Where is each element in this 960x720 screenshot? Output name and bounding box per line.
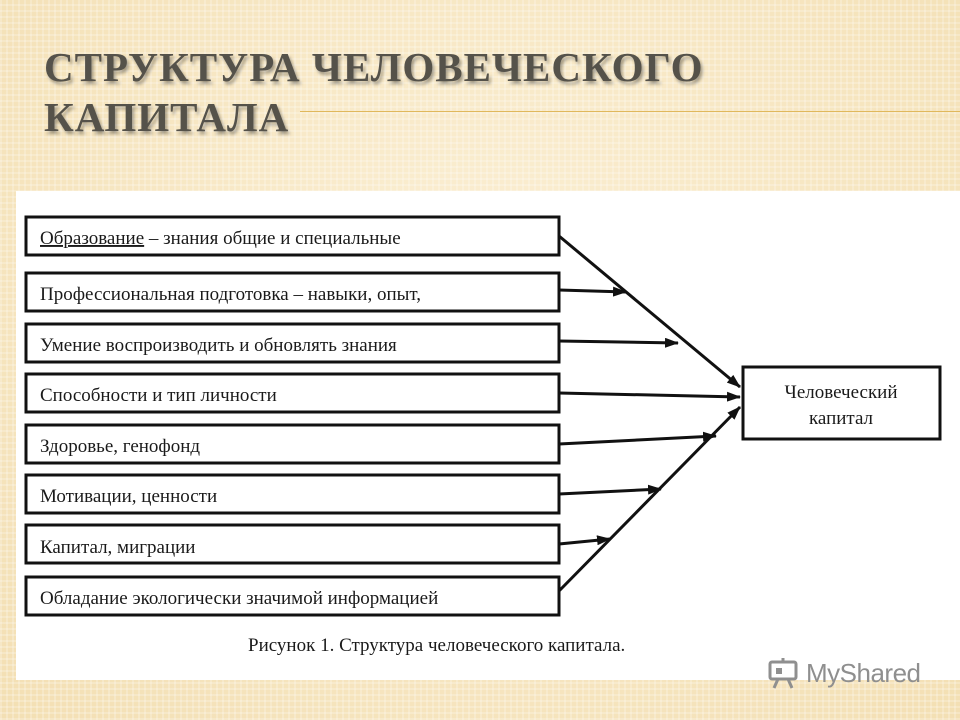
connector-7	[558, 535, 611, 546]
connector-5	[558, 431, 717, 446]
factor-box-6: Мотивации, ценности	[24, 473, 561, 515]
factor-label-4: Способности и тип личности	[40, 385, 277, 406]
diagram-svg: Образование – знания общие и специальные…	[24, 215, 942, 656]
factor-label-2: Профессиональная подготовка – навыки, оп…	[40, 284, 421, 305]
slide-title: СТРУКТУРА ЧЕЛОВЕЧЕСКОГО КАПИТАЛА	[44, 42, 704, 142]
connector-8	[557, 405, 742, 593]
factor-rest-1: – знания общие и специальные	[144, 228, 400, 249]
factor-box-7: Капитал, миграции	[24, 523, 561, 565]
figure-caption: Рисунок 1. Структура человеческого капит…	[248, 635, 625, 656]
connector-6	[558, 484, 662, 496]
factor-label-8: Обладание экологически значимой информац…	[40, 588, 438, 609]
factor-box-1: Образование – знания общие и специальные	[24, 215, 561, 257]
connector-2-stub	[558, 286, 627, 297]
diagram-figure: Образование – знания общие и специальные…	[16, 191, 960, 680]
slide-title-line-2: КАПИТАЛА	[44, 94, 290, 140]
connectors	[557, 234, 742, 593]
connector-4	[558, 391, 741, 402]
watermark: MyShared	[766, 656, 936, 692]
factor-box-2: Профессиональная подготовка – навыки, оп…	[24, 271, 561, 313]
factor-box-5: Здоровье, генофонд	[24, 423, 561, 465]
connector-1	[558, 234, 741, 389]
factor-label-6: Мотивации, ценности	[40, 486, 217, 507]
watermark-text: MyShared	[806, 658, 921, 688]
factor-box-3: Умение воспроизводить и обновлять знания	[24, 322, 561, 364]
target-box: Человеческий капитал	[741, 365, 942, 441]
factor-label-5: Здоровье, генофонд	[40, 436, 200, 457]
factor-label-3: Умение воспроизводить и обновлять знания	[40, 335, 397, 356]
factor-box-4: Способности и тип личности	[24, 372, 561, 414]
factor-box-8: Обладание экологически значимой информац…	[24, 575, 561, 617]
target-label-line-2: капитал	[809, 408, 874, 429]
connector-3-stub	[558, 337, 679, 348]
presentation-icon	[768, 658, 798, 689]
svg-text:Образование – знания общие и с: Образование – знания общие и специальные	[40, 228, 401, 249]
slide-title-line-1: СТРУКТУРА ЧЕЛОВЕЧЕСКОГО	[44, 44, 704, 90]
factor-label-1: Образование	[40, 228, 144, 249]
title-underline	[300, 111, 960, 112]
target-label-line-1: Человеческий	[784, 382, 897, 403]
factor-label-7: Капитал, миграции	[40, 537, 195, 558]
